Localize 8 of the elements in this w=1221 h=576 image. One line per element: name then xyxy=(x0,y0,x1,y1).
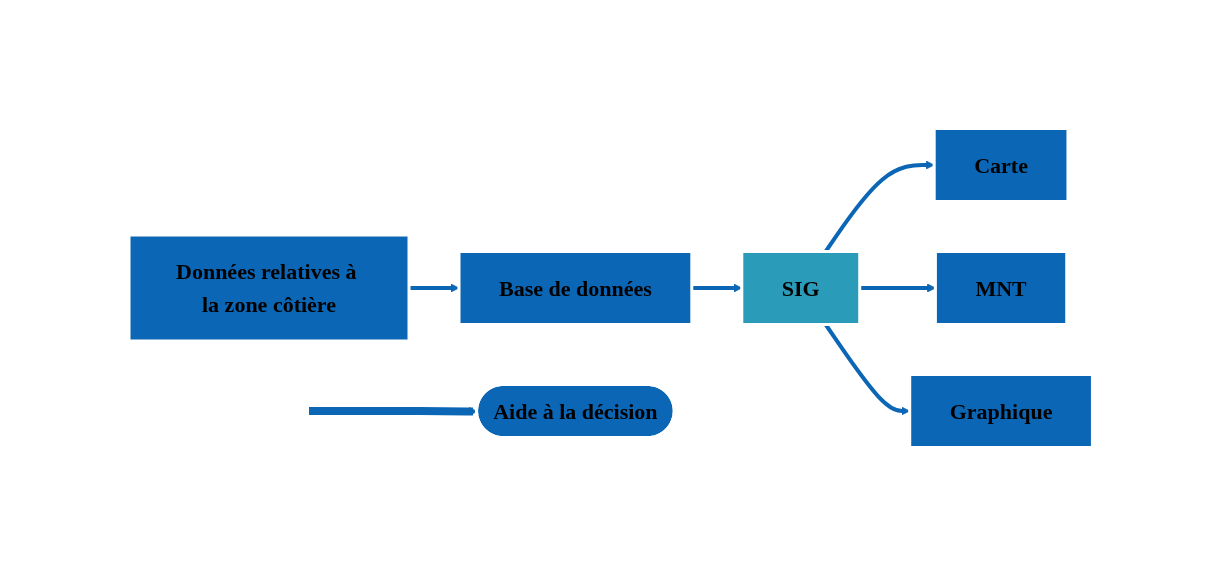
node-box: SIG xyxy=(740,250,861,326)
node-box: Carte xyxy=(932,127,1070,203)
node-box: Données relatives à la zone côtière xyxy=(127,233,411,343)
node-box: Base de données xyxy=(457,250,694,326)
arrow xyxy=(691,283,742,293)
node-box: MNT xyxy=(933,250,1068,326)
node-box: Graphique xyxy=(908,373,1094,449)
arrow xyxy=(859,283,936,293)
